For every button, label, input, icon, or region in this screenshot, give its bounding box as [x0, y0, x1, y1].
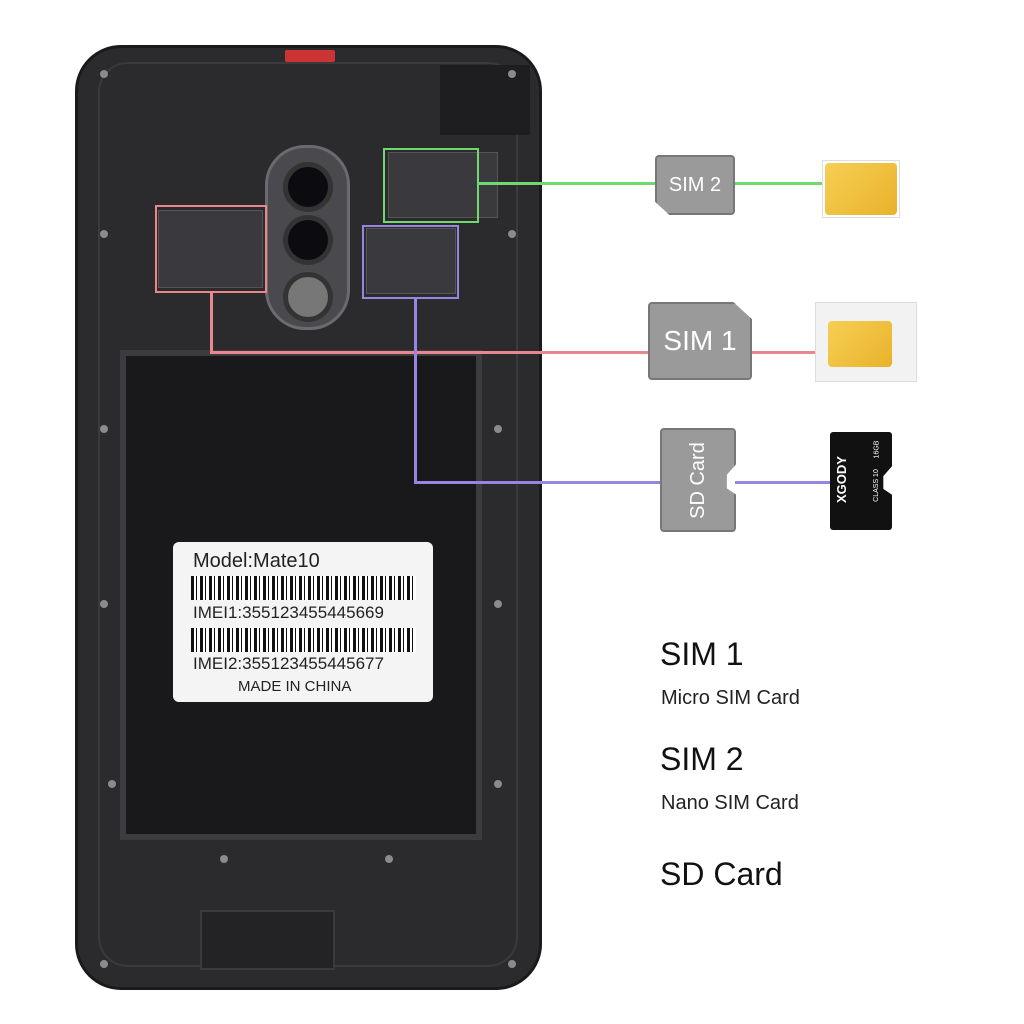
sd-slot — [366, 228, 456, 294]
origin-text: MADE IN CHINA — [238, 678, 352, 695]
sim2-highlight — [383, 148, 479, 223]
micro-sim-image — [815, 302, 917, 382]
sim1-slot — [158, 210, 263, 288]
sd-class: CLASS 10 — [872, 469, 880, 502]
sim2-connector — [479, 182, 655, 185]
sim1-highlight — [155, 205, 267, 293]
legend-sim1-subtitle: Micro SIM Card — [661, 687, 800, 709]
legend-sim2-title: SIM 2 — [660, 741, 744, 777]
flash — [283, 272, 333, 322]
sd-highlight — [362, 225, 459, 299]
nano-sim-image — [822, 160, 900, 218]
barcode-1 — [191, 576, 416, 600]
camera-lens — [283, 162, 333, 212]
device-label: Model:Mate10 IMEI1:355123455445669 IMEI2… — [173, 542, 433, 702]
sim1-card-label: SIM 1 — [663, 325, 737, 356]
legend-sd-title: SD Card — [660, 856, 783, 892]
sd-connector — [414, 298, 417, 483]
barcode-2 — [191, 628, 416, 652]
legend-sim2-subtitle: Nano SIM Card — [661, 792, 799, 814]
sd-card: SD Card — [660, 428, 736, 532]
model-text: Model:Mate10 — [193, 550, 320, 572]
imei2-text: IMEI2:355123455445677 — [193, 654, 384, 673]
imei1-text: IMEI1:355123455445669 — [193, 603, 384, 622]
sd-size: 16GB — [873, 440, 881, 459]
sd-card-label: SD Card — [686, 441, 709, 519]
speaker-cover — [440, 65, 530, 135]
sim1-card: SIM 1 — [648, 302, 752, 380]
camera-lens — [283, 215, 333, 265]
sim1-connector — [210, 292, 213, 354]
bottom-cover — [200, 910, 335, 970]
port — [285, 50, 335, 62]
sim2-card-label: SIM 2 — [668, 173, 722, 196]
microsd-image: XGODY CLASS 10 16GB — [830, 432, 892, 530]
sim2-card: SIM 2 — [655, 155, 735, 215]
legend-sim1-title: SIM 1 — [660, 636, 744, 672]
sim2-slot — [388, 152, 498, 218]
sd-brand: XGODY — [833, 456, 849, 503]
